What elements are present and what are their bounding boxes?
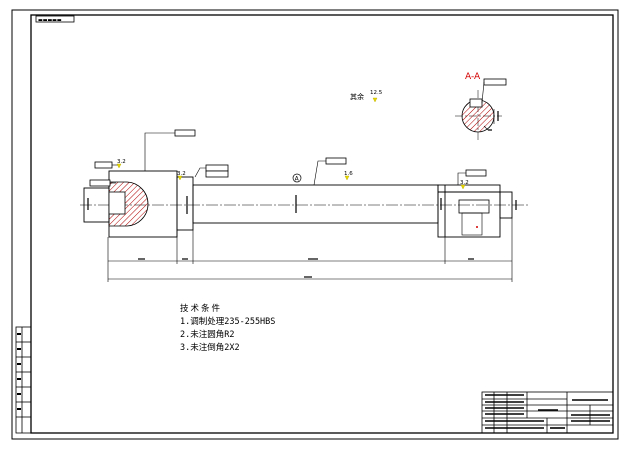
tolerance-frames <box>89 78 507 187</box>
diameter-marks <box>87 195 517 214</box>
technical-requirement-item: 2.未注圆角R2 <box>180 330 235 340</box>
title-block <box>481 391 614 434</box>
finish-callout-d: 3.2 <box>460 180 469 186</box>
keyway-slot-right <box>458 199 490 214</box>
tolerance-leaders <box>110 132 466 186</box>
sheet-tag: ▬▬▬▬▬ <box>38 18 62 24</box>
keyway-slot-left <box>108 191 126 215</box>
datum-symbol-label: A <box>295 176 300 183</box>
sheet-tag-box <box>35 15 75 23</box>
shaft-outline <box>83 170 513 238</box>
title-block-marks <box>485 394 610 429</box>
section-label: A-A <box>465 72 481 82</box>
finish-callout-b: 3.2 <box>177 171 186 177</box>
keyway-slot-right-inner <box>461 212 483 236</box>
technical-requirement-item: 1.调制处理235-255HBS <box>180 317 276 327</box>
inner-border <box>30 14 614 434</box>
surface-finish-marks <box>116 97 466 190</box>
finish-general-value: 12.5 <box>370 90 383 96</box>
center-dot <box>476 226 478 228</box>
technical-requirement-item: 3.未注倒角2X2 <box>180 343 240 353</box>
technical-requirements-title: 技术条件 <box>180 304 223 314</box>
finish-general-prefix: 其余 <box>350 92 364 101</box>
datum-symbol <box>292 173 302 183</box>
section-view <box>455 81 502 140</box>
dimension-lines <box>107 218 513 282</box>
outer-border <box>11 9 619 440</box>
finish-callout-a: 3.2 <box>117 159 126 165</box>
technical-requirements: 技术条件 1.调制处理235-255HBS 2.未注圆角R2 3.未注倒角2X2 <box>180 303 275 355</box>
finish-callout-c: 1.6 <box>344 171 353 177</box>
left-side-strip <box>15 326 32 434</box>
dimension-value-marks <box>138 258 474 278</box>
